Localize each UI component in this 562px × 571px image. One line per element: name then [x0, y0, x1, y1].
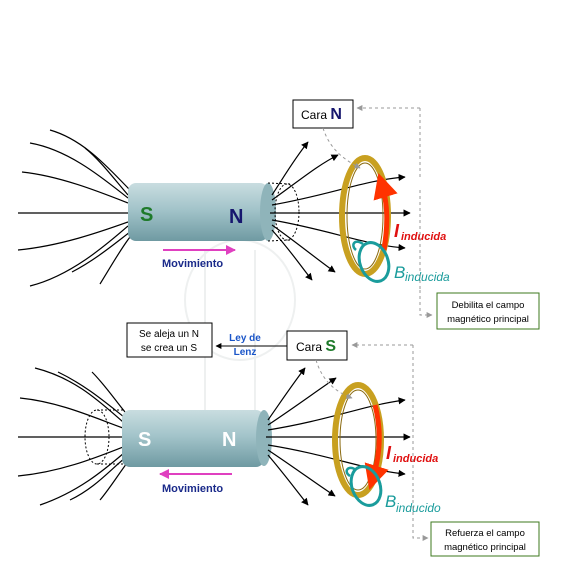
top-result-line2: magnético principal: [447, 314, 529, 325]
top-panel: S N I inducida B inducida Mov: [17, 99, 540, 330]
lenz-line2: Lenz: [234, 347, 257, 358]
top-result-box: [436, 292, 540, 330]
top-magnet-n-label: N: [229, 206, 243, 228]
bottom-magnet-s-label: S: [138, 429, 151, 451]
bottom-b-induced-sub: inducido: [396, 501, 441, 515]
top-face-label: Cara N: [301, 106, 342, 123]
bottom-ghost-end: [84, 409, 110, 465]
bottom-field-lines-left: [17, 367, 128, 506]
bottom-face-box: [286, 330, 348, 361]
top-face-pole: N: [330, 106, 342, 123]
top-face-box: [292, 99, 354, 129]
top-movement-label: Movimiento: [162, 258, 223, 270]
top-field-lines-left: [17, 129, 131, 287]
bottom-i-induced-symbol: I: [386, 443, 392, 463]
effect-line1: Se aleja un N: [139, 329, 199, 340]
effect-line2: se crea un S: [141, 343, 197, 354]
top-b-induced-sub: inducida: [405, 270, 450, 284]
top-i-induced-sub: inducida: [401, 231, 446, 243]
bottom-b-loop: [345, 465, 383, 507]
bottom-result-line2: magnético principal: [444, 542, 526, 553]
bottom-face-prefix: Cara: [296, 340, 325, 354]
effect-box: [126, 322, 213, 358]
top-current-arrow: [373, 173, 398, 251]
middle-panel: Se aleja un N se crea un S Ley de Lenz: [126, 322, 287, 358]
bottom-face-pole: S: [325, 338, 336, 355]
bottom-face-label: Cara S: [296, 338, 336, 355]
top-b-induced-symbol: B: [394, 263, 405, 282]
bottom-current-arrow: [364, 404, 389, 490]
bottom-result-line1: Refuerza el campo: [445, 528, 525, 539]
top-i-induced-symbol: I: [394, 221, 400, 241]
bottom-b-induced-symbol: B: [385, 492, 396, 511]
bottom-magnet: S N: [122, 410, 272, 467]
top-b-loop: [352, 240, 391, 283]
lenz-line1: Ley de: [229, 333, 261, 344]
bottom-result-box: [430, 521, 540, 557]
top-magnet-s-label: S: [140, 204, 153, 226]
bottom-dashed-connectors: [315, 342, 429, 541]
bottom-magnet-n-label: N: [222, 429, 236, 451]
bottom-movement-label: Movimiento: [162, 483, 223, 495]
top-result-line1: Debilita el campo: [452, 300, 525, 311]
bottom-panel: Cara S S N: [17, 330, 540, 557]
bottom-coil: [332, 382, 389, 498]
top-coil: [339, 155, 398, 277]
top-dashed-connectors: [322, 105, 433, 318]
bottom-i-induced-sub: inducida: [393, 453, 438, 465]
top-face-prefix: Cara: [301, 108, 330, 122]
top-magnet: S N: [128, 182, 300, 242]
